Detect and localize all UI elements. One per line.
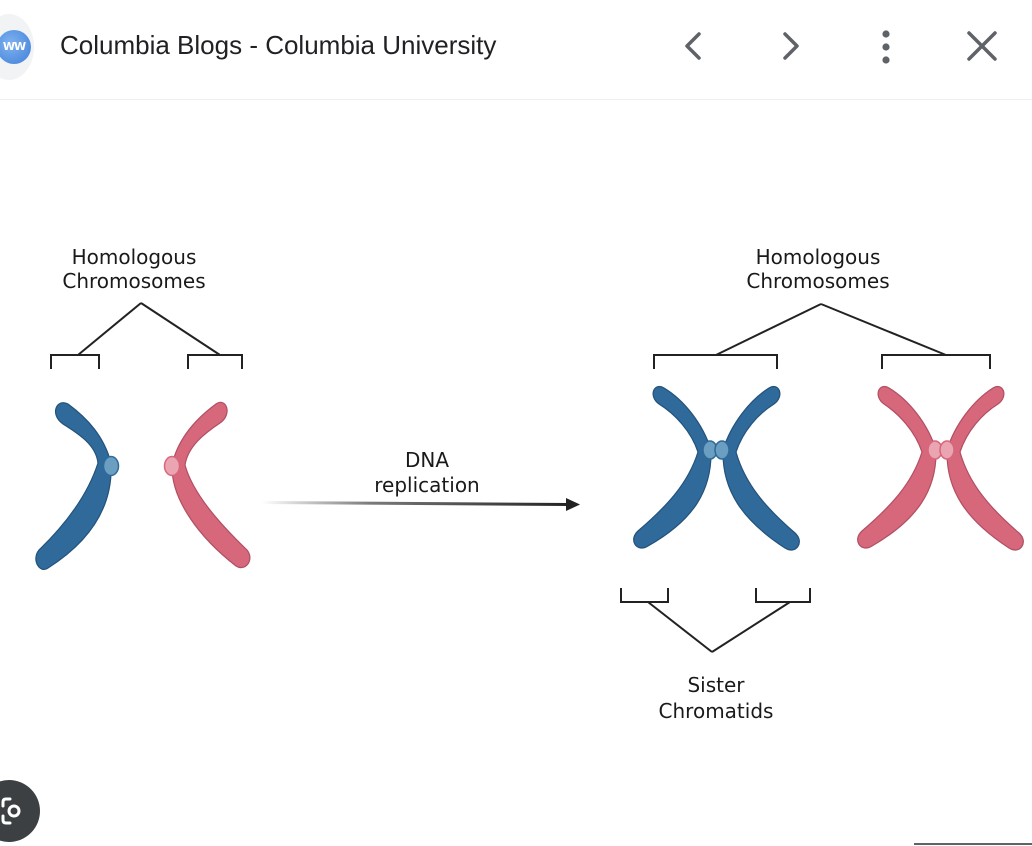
- forward-button[interactable]: [770, 26, 810, 66]
- close-icon: [967, 31, 997, 61]
- bottom-label-line1: Sister: [687, 673, 745, 697]
- pink-chromosome-replicated: [857, 386, 1024, 551]
- top-bar: WW Columbia Blogs - Columbia University: [0, 0, 1032, 100]
- more-vert-icon: [882, 30, 890, 64]
- arrow-label-line1: DNA: [405, 448, 449, 472]
- left-label-line1: Homologous: [72, 245, 197, 269]
- back-button[interactable]: [674, 26, 714, 66]
- chromosome-diagram: Homologous Chromosomes DNA replication H…: [35, 245, 1024, 723]
- forward-icon: [783, 32, 799, 60]
- back-icon: [685, 32, 701, 60]
- right-bracket-group: [653, 303, 991, 369]
- blue-chromosome-single: [35, 402, 120, 570]
- replication-arrow: [262, 498, 580, 511]
- right-label-line2: Chromosomes: [746, 269, 889, 293]
- home-indicator: [914, 843, 1032, 845]
- site-favicon: WW: [0, 14, 34, 80]
- pink-chromosome-single: [163, 401, 251, 569]
- page-title: Columbia Blogs - Columbia University: [60, 30, 497, 60]
- left-label-line2: Chromosomes: [62, 269, 205, 293]
- right-label-line1: Homologous: [756, 245, 881, 269]
- bottom-label-line2: Chromatids: [659, 699, 774, 723]
- bottom-bracket-group: [620, 588, 811, 653]
- blue-chromosome-replicated: [633, 386, 800, 551]
- arrow-label-line2: replication: [374, 473, 479, 497]
- lens-icon: [1, 797, 21, 825]
- globe-icon: WW: [0, 30, 31, 64]
- close-button[interactable]: [962, 26, 1002, 66]
- left-bracket-group: [50, 302, 243, 369]
- more-options-button[interactable]: [866, 26, 906, 66]
